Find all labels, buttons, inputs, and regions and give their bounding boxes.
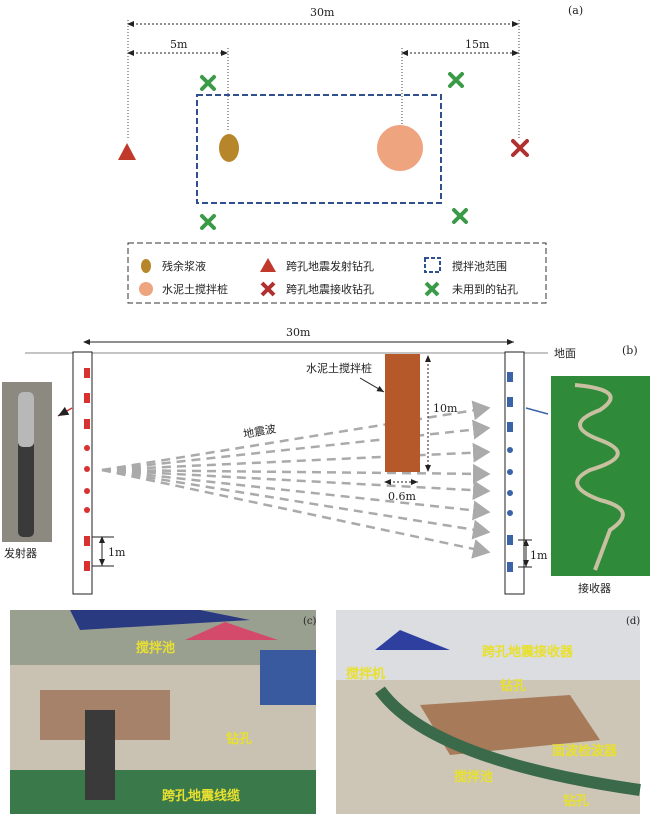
photo-label: 搅拌池 — [454, 769, 493, 785]
receiver-positions — [507, 372, 513, 572]
worker — [85, 710, 115, 800]
sensor-square — [84, 561, 90, 571]
cement-pile — [385, 354, 420, 472]
photo-label: 钻孔 — [226, 731, 252, 747]
seismic-ray — [101, 468, 491, 521]
receiver-label: 接收器 — [578, 581, 611, 595]
sensor-square — [507, 422, 513, 432]
panel-b: (b) 30m 地面 水泥土搅拌桩 10m 0.6m 地震波 1m 1m 发射器… — [2, 326, 650, 595]
legend-label: 跨孔地震接收钻孔 — [286, 282, 374, 296]
sensor-dot — [84, 466, 90, 472]
unused-borehole-cross — [448, 72, 464, 88]
sensor-dot — [507, 510, 513, 516]
emitter-borehole — [72, 351, 93, 595]
sensor-dot — [84, 445, 90, 451]
seismic-ray — [101, 468, 491, 501]
guide-lines — [127, 20, 520, 140]
receiver-pointer — [525, 407, 549, 415]
legend-triangle-icon — [260, 258, 276, 272]
dim-total: 30m — [310, 6, 335, 19]
seismic-ray — [101, 442, 491, 472]
photo-label: 钻孔 — [563, 793, 589, 809]
seismic-rays — [101, 400, 491, 559]
seismic-ray — [101, 419, 491, 472]
seismic-ray — [101, 463, 491, 484]
panel-d-photo: (d) 搅拌机 跨孔地震接收器 钻孔 面波检波器 搅拌池 钻孔 — [336, 610, 641, 814]
pile-depth: 10m — [433, 402, 458, 415]
receiver-borehole-cross — [511, 139, 529, 157]
panel-d-tag: (d) — [626, 616, 640, 627]
spacing-left: 1m — [108, 546, 126, 559]
pile-width: 0.6m — [388, 490, 416, 503]
sensor-dot — [507, 490, 513, 496]
wave-label: 地震波 — [242, 422, 277, 441]
sensor-square — [84, 419, 90, 429]
residual-slurry-ellipse — [219, 134, 239, 162]
legend-label: 残余浆液 — [162, 259, 206, 273]
seismic-ray — [101, 468, 491, 540]
emitter-positions — [84, 368, 90, 571]
emitter-pointer — [57, 406, 73, 417]
spacing-right: 1m — [530, 549, 548, 562]
panel-a-tag: (a) — [568, 4, 583, 17]
unused-borehole-cross — [200, 214, 216, 230]
panel-a: (a) 30m 5m 15m 残余浆液 跨孔地震发射钻孔 搅拌池范 — [118, 4, 583, 304]
unused-borehole-cross — [452, 208, 468, 224]
pile-pointer — [359, 377, 385, 393]
legend-label: 水泥土搅拌桩 — [162, 282, 228, 296]
dim-right: 15m — [465, 38, 490, 51]
receiver-cable — [574, 383, 625, 571]
legend-label: 搅拌池范围 — [452, 259, 507, 273]
legend-ellipse-icon — [141, 259, 151, 273]
legend-green-cross-icon — [424, 281, 440, 297]
sensor-dot — [507, 447, 513, 453]
ground-label: 地面 — [554, 347, 576, 360]
seismic-ray — [101, 400, 491, 472]
sensor-square — [84, 393, 90, 403]
sensor-square — [84, 368, 90, 378]
dim-left: 5m — [170, 38, 188, 51]
legend-circle-icon — [139, 282, 153, 296]
unused-borehole-cross — [200, 75, 216, 91]
legend: 残余浆液 跨孔地震发射钻孔 搅拌池范围 水泥土搅拌桩 跨孔地震接收钻孔 未用到的… — [127, 242, 547, 304]
seismic-ray — [101, 468, 491, 559]
panel-c-photo: (c) 搅拌池 钻孔 跨孔地震线缆 — [10, 610, 317, 814]
sensor-square — [507, 372, 513, 382]
sensor-square — [84, 536, 90, 546]
sensor-dot — [507, 469, 513, 475]
dim-total: 30m — [286, 326, 311, 339]
sensor-square — [507, 397, 513, 407]
receiver-borehole — [504, 351, 525, 595]
photo-label: 跨孔地震接收器 — [482, 644, 574, 660]
sensor-square — [507, 535, 513, 545]
panel-b-tag: (b) — [622, 344, 638, 357]
photo-label: 钻孔 — [500, 678, 526, 694]
receiver-photo — [551, 376, 650, 576]
legend-label: 未用到的钻孔 — [452, 282, 518, 296]
sensor-dot — [84, 507, 90, 513]
cement-pile-circle — [377, 125, 423, 171]
photo-label: 搅拌机 — [346, 666, 385, 682]
pile-label: 水泥土搅拌桩 — [306, 361, 372, 375]
legend-red-cross-icon — [260, 281, 276, 297]
photo-label: 面波检波器 — [552, 743, 618, 759]
emitter-label: 发射器 — [4, 546, 37, 560]
sensor-square — [507, 562, 513, 572]
photo-label: 跨孔地震线缆 — [162, 788, 240, 804]
sensor-dot — [84, 488, 90, 494]
panel-c-tag: (c) — [303, 616, 317, 627]
legend-label: 跨孔地震发射钻孔 — [286, 259, 374, 273]
mixing-pool-outline — [196, 94, 442, 204]
legend-square-icon — [424, 257, 441, 273]
emitter-borehole-triangle — [118, 143, 136, 160]
photo-label: 搅拌池 — [136, 640, 175, 656]
